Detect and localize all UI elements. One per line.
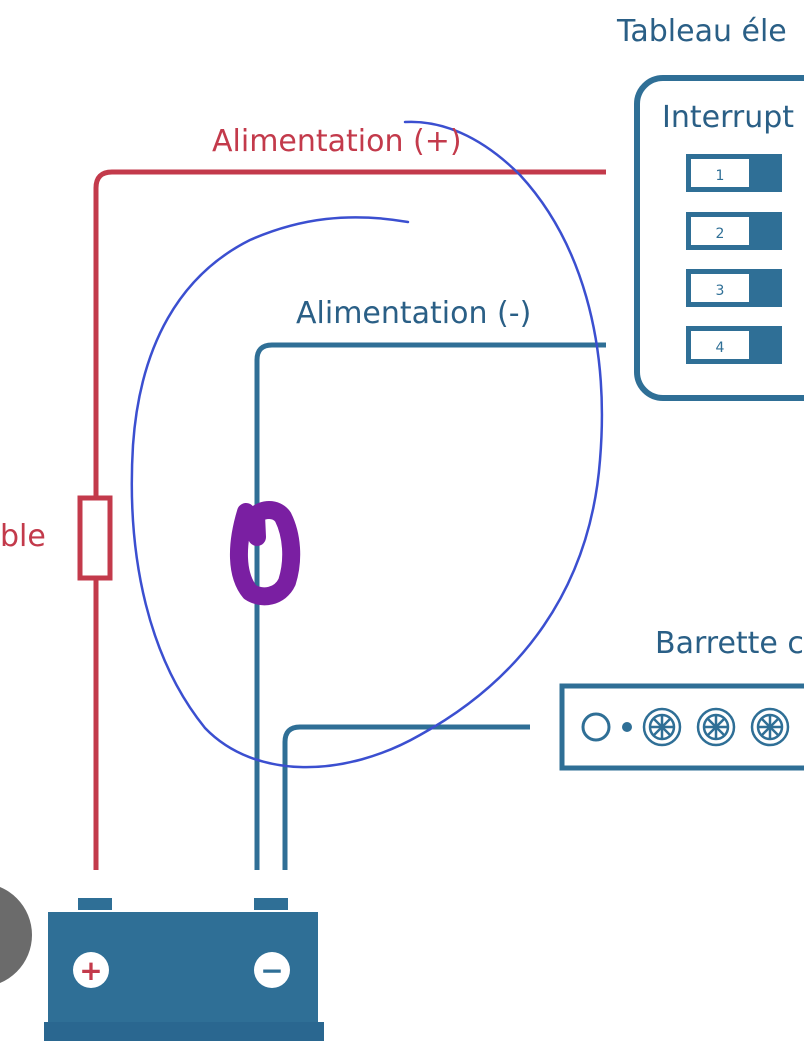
fuse-symbol	[77, 495, 113, 581]
positive-feed-label: Alimentation (+)	[212, 124, 462, 159]
switch-1-label: 1	[716, 168, 725, 184]
switch-4: 4	[686, 326, 782, 364]
switch-2-label: 2	[716, 226, 725, 242]
busbar-title: Barrette c	[655, 626, 804, 661]
annotation-mark	[230, 501, 301, 606]
busbar-screw-3	[750, 707, 790, 747]
positive-wire	[93, 169, 606, 870]
busbar-dot	[622, 722, 632, 732]
switch-2: 2	[686, 212, 782, 250]
battery-negative-terminal: −	[254, 952, 290, 988]
battery-lid-line	[44, 1022, 324, 1041]
switch-1: 1	[686, 154, 782, 192]
grey-overlay-circle	[0, 887, 32, 983]
battery-positive-symbol: +	[79, 954, 102, 987]
battery-positive-terminal: +	[73, 952, 109, 988]
switch-3: 3	[686, 269, 782, 307]
negative-feed-label: Alimentation (-)	[296, 296, 532, 331]
switch-3-label: 3	[716, 283, 725, 299]
busbar-screw-1	[642, 707, 682, 747]
battery-negative-symbol: −	[260, 954, 283, 987]
negative-wire	[254, 342, 606, 870]
fuse-label: ble	[0, 519, 46, 554]
battery-positive-post	[78, 898, 112, 910]
switch-4-label: 4	[716, 340, 725, 356]
busbar-wire	[282, 724, 530, 870]
busbar-screw-2	[696, 707, 736, 747]
busbar-open-terminal	[581, 712, 611, 742]
battery-negative-post	[254, 898, 288, 910]
panel-title: Tableau éle	[617, 14, 787, 49]
switches-title: Interrupt	[662, 100, 795, 135]
annotation-circle	[130, 120, 604, 769]
